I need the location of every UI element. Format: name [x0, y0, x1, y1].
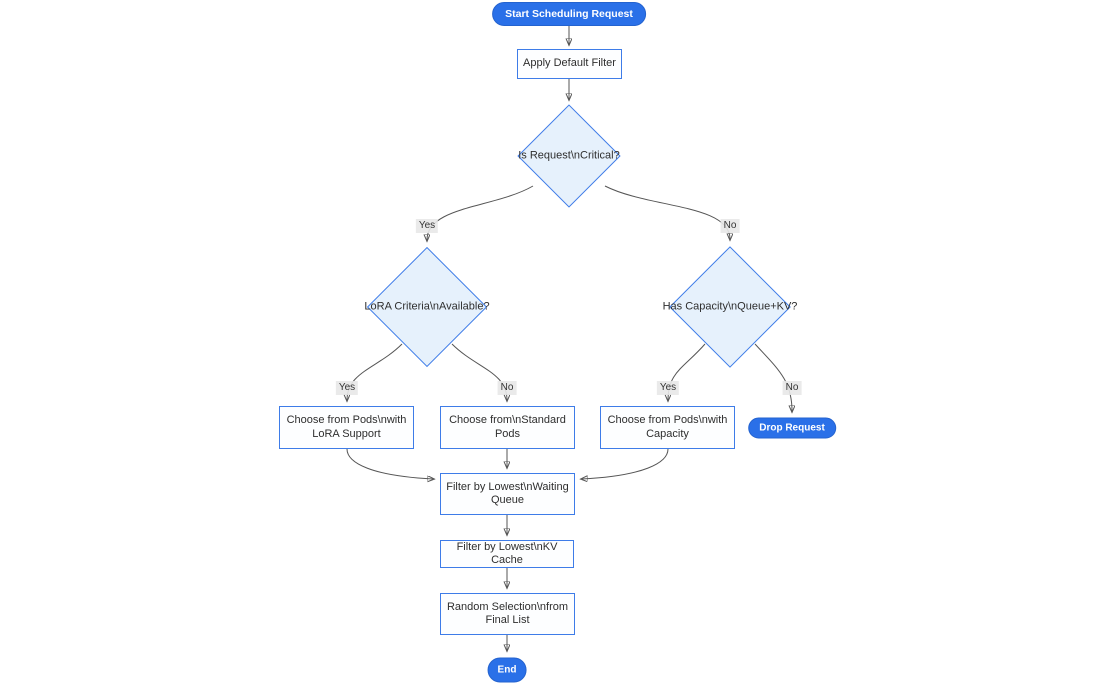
node-choose-capacity-pods: Choose from Pods\nwith Capacity [600, 406, 735, 449]
node-end: End [487, 657, 527, 683]
node-filter-kv-cache: Filter by Lowest\nKV Cache [440, 540, 574, 568]
edge-is-critical-no-to-has-capacity [604, 185, 730, 239]
edge-choose-lora-to-filter-waiting [346, 448, 433, 479]
node-apply-default-filter: Apply Default Filter [517, 49, 622, 79]
edge-label-lora-no: No [497, 381, 517, 395]
edge-label-lora-yes: Yes [335, 381, 359, 395]
edge-label-capacity-no: No [782, 381, 802, 395]
edge-capacity-no-to-drop-request [754, 343, 792, 411]
node-is-critical-label: Is Request\nCritical? [518, 149, 620, 162]
edge-label-capacity-yes: Yes [656, 381, 680, 395]
node-has-capacity-label: Has Capacity\nQueue+KV? [662, 300, 798, 313]
node-drop-request: Drop Request [748, 417, 836, 439]
edge-is-critical-yes-to-lora-criteria [427, 185, 534, 240]
node-choose-lora-pods: Choose from Pods\nwith LoRA Support [279, 406, 414, 449]
edge-choose-capacity-to-filter-waiting [582, 448, 669, 479]
node-start: Start Scheduling Request [492, 2, 646, 26]
node-random-selection: Random Selection\nfrom Final List [440, 593, 575, 635]
node-choose-standard-pods: Choose from\nStandard Pods [440, 406, 575, 449]
node-lora-criteria-label: LoRA Criteria\nAvailable? [364, 300, 490, 313]
node-filter-waiting-queue: Filter by Lowest\nWaiting Queue [440, 473, 575, 515]
edge-label-critical-yes: Yes [415, 219, 439, 233]
edge-label-critical-no: No [720, 219, 740, 233]
